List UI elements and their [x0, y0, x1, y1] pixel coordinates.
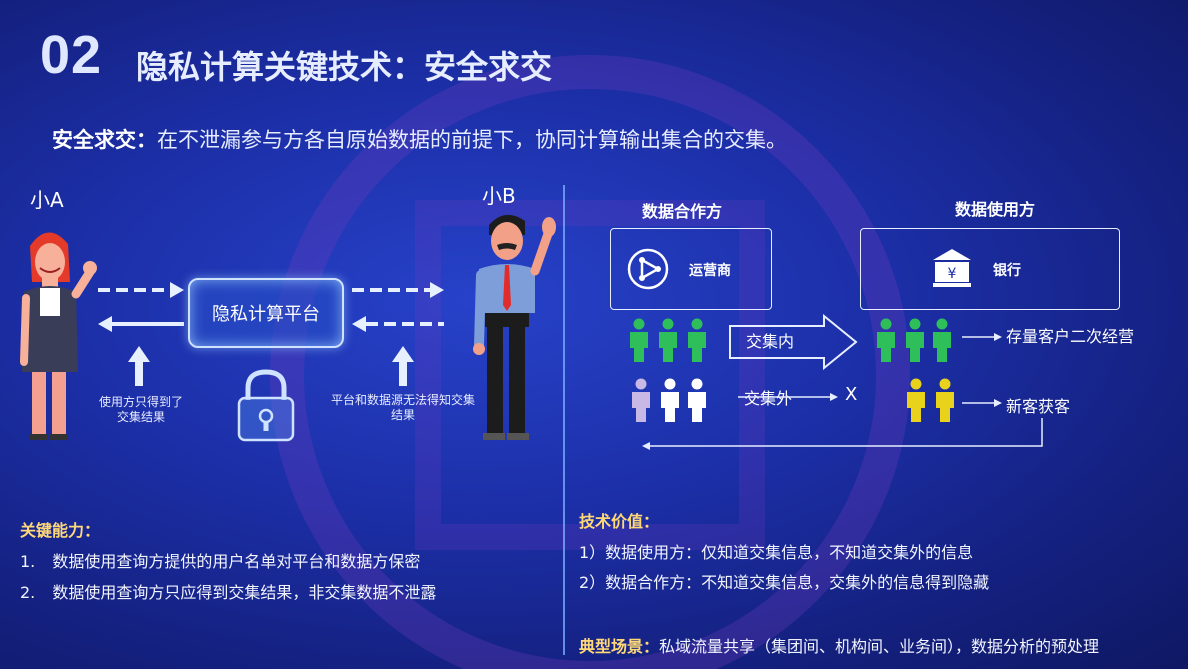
user-box: ¥ 银行	[860, 228, 1120, 310]
party-a-label: 小A	[30, 188, 64, 212]
bank-icon: ¥	[933, 249, 971, 287]
scenario-text: 私域流量共享（集团间、机构间、业务间），数据分析的预处理	[659, 637, 1100, 656]
people-outside-partner-icon	[632, 378, 706, 422]
capability-text: 数据使用查询方提供的用户名单对平台和数据方保密	[52, 552, 421, 571]
scenario: 典型场景：私域流量共享（集团间、机构间、业务间），数据分析的预处理	[579, 633, 1099, 657]
tech-value-item: 1）数据使用方：仅知道交集信息，不知道交集外的信息	[579, 543, 974, 562]
outside-label: 交集外	[744, 389, 793, 408]
subtitle-text: 在不泄漏参与方各自原始数据的前提下，协同计算输出集合的交集。	[157, 128, 787, 152]
col-user-title: 数据使用方	[955, 200, 1036, 219]
tech-value-item: 2）数据合作方：不知道交集信息，交集外的信息得到隐藏	[579, 573, 990, 592]
x-mark: X	[845, 384, 858, 405]
partner-box: 运营商	[610, 228, 772, 310]
inside-label: 交集内	[746, 332, 795, 351]
divider	[563, 185, 565, 655]
privacy-platform-box: 隐私计算平台	[188, 278, 344, 348]
people-outside-user-icon	[907, 378, 954, 422]
capability-text: 数据使用查询方只应得到交集结果，非交集数据不泄露	[52, 583, 437, 602]
people-inside-user-icon	[877, 318, 951, 362]
capability-item: 2. 数据使用查询方只应得到交集结果，非交集数据不泄露	[20, 579, 436, 603]
scenario-title: 典型场景：	[579, 637, 660, 656]
arrows-a	[98, 282, 184, 332]
result-outside: 新客获客	[1006, 397, 1071, 416]
tech-value-title: 技术价值：	[579, 512, 660, 531]
capability-item: 1. 数据使用查询方提供的用户名单对平台和数据方保密	[20, 548, 420, 572]
capability-index: 2.	[20, 583, 36, 602]
subtitle: 安全求交：在不泄漏参与方各自原始数据的前提下，协同计算输出集合的交集。	[52, 124, 787, 154]
up-arrow-icon	[392, 346, 414, 386]
partner-name: 运营商	[689, 263, 731, 279]
section-number: 02	[40, 25, 103, 85]
arrows-b	[352, 282, 444, 332]
carrier-icon	[627, 248, 669, 290]
note-user-result: 使用方只得到了交集结果	[98, 395, 183, 424]
feedback-arrow	[642, 418, 1043, 450]
outside-arrow	[738, 393, 838, 401]
capability-index: 1.	[20, 552, 36, 571]
key-capabilities-title: 关键能力：	[20, 521, 101, 540]
watermark-square	[415, 200, 765, 550]
woman-icon	[20, 232, 97, 440]
page-title: 隐私计算关键技术：安全求交	[136, 48, 553, 86]
result-inside: 存量客户二次经营	[1006, 327, 1135, 346]
party-b-label: 小B	[482, 184, 516, 208]
svg-text:¥: ¥	[948, 266, 957, 282]
result-arrow-2	[962, 399, 1002, 407]
subtitle-lead: 安全求交：	[52, 128, 157, 152]
result-arrow-1	[962, 333, 1002, 341]
people-inside-partner-icon	[630, 318, 706, 362]
user-name: 银行	[993, 263, 1021, 279]
lock-icon	[237, 369, 295, 442]
note-platform: 平台和数据源无法得知交集结果	[330, 393, 475, 422]
up-arrow-icon	[128, 346, 150, 386]
col-partner-title: 数据合作方	[642, 202, 723, 221]
intersection-arrow	[729, 314, 858, 370]
man-icon	[473, 214, 556, 440]
